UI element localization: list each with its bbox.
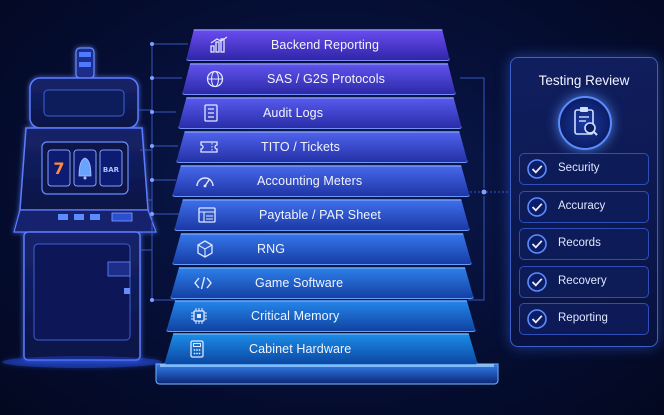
reel-seven: 7 <box>53 159 64 178</box>
check-circle-icon <box>527 234 547 254</box>
check-circle-icon <box>527 271 547 292</box>
layer-label: Backend Reporting <box>271 38 380 52</box>
layer-label: SAS / G2S Protocols <box>267 72 385 86</box>
layer-label: Audit Logs <box>263 106 324 120</box>
check-circle-icon <box>527 309 547 329</box>
check-item-recovery: Recovery <box>519 265 649 298</box>
layer-sas-g2s-protocols: SAS / G2S Protocols <box>182 63 456 95</box>
check-item-label: Accuracy <box>558 199 606 212</box>
check-item-label: Recovery <box>558 274 607 287</box>
clipboard-search-icon <box>558 96 612 150</box>
globe-icon <box>205 70 225 88</box>
cube-icon <box>195 240 215 258</box>
reel-bell <box>78 157 92 177</box>
layer-audit-logs: Audit Logs <box>178 97 462 129</box>
layer-label: Critical Memory <box>251 309 340 323</box>
layer-label: Paytable / PAR Sheet <box>259 208 381 222</box>
check-item-security: Security <box>519 153 649 185</box>
left-connectors <box>138 43 188 301</box>
check-circle-icon <box>527 196 547 217</box>
left-connector-dots <box>150 42 154 302</box>
check-item-records: Records <box>519 228 649 260</box>
layer-accounting-meters: Accounting Meters <box>172 165 470 197</box>
reel-bar: BAR <box>103 166 120 174</box>
check-item-label: Records <box>558 237 601 249</box>
slot-machine <box>2 47 162 368</box>
layer-label: Cabinet Hardware <box>249 342 352 356</box>
table-icon <box>197 206 217 224</box>
check-item-label: Reporting <box>558 312 608 324</box>
chip-icon <box>189 307 209 325</box>
bar-chart-icon <box>209 36 229 54</box>
layer-tito-tickets: TITO / Tickets <box>176 131 468 163</box>
ticket-icon <box>199 138 219 156</box>
layer-backend-reporting: Backend Reporting <box>186 29 450 61</box>
code-icon <box>193 274 213 292</box>
layer-label: TITO / Tickets <box>261 140 340 154</box>
layer-rng: RNG <box>172 233 472 265</box>
layer-label: Game Software <box>255 276 344 290</box>
check-circle-icon <box>527 159 547 179</box>
layer-cabinet-hardware: Cabinet Hardware <box>164 333 478 365</box>
check-item-label: Security <box>558 162 600 174</box>
check-item-accuracy: Accuracy <box>519 190 649 223</box>
layer-paytable-par-sheet: Paytable / PAR Sheet <box>174 199 470 231</box>
right-connectors <box>460 77 510 301</box>
calculator-icon <box>187 340 207 358</box>
check-item-reporting: Reporting <box>519 303 649 335</box>
gauge-icon <box>195 172 215 190</box>
layer-label: Accounting Meters <box>257 174 363 188</box>
panel-title: Testing Review <box>538 73 630 88</box>
list-icon <box>201 104 221 122</box>
layer-label: RNG <box>257 242 286 256</box>
layer-critical-memory: Critical Memory <box>166 300 476 332</box>
layer-game-software: Game Software <box>170 267 474 299</box>
